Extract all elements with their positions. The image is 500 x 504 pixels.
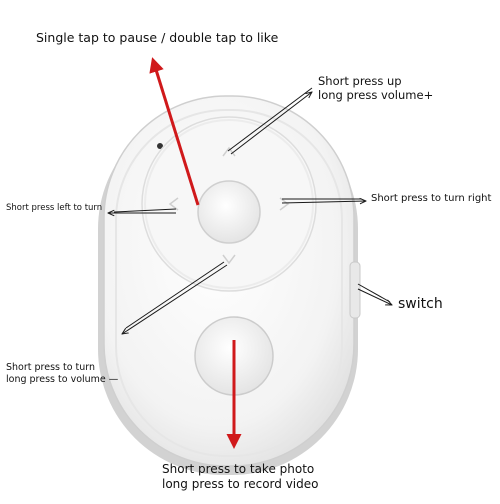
arrow-to-up-label <box>227 87 312 155</box>
label-center-button: Single tap to pause / double tap to like <box>36 30 278 46</box>
label-switch-text: switch <box>398 296 443 312</box>
label-left-text: Short press left to turn <box>6 203 103 213</box>
label-down-button: Short press to turn long press to volume… <box>6 362 118 386</box>
label-up-button: Short press up long press volume+ <box>318 74 433 103</box>
label-down-line-2: long press to volume — <box>6 373 119 385</box>
side-switch[interactable] <box>349 261 361 319</box>
label-left-button: Short press left to turn <box>6 203 102 214</box>
arrow-to-right-label <box>281 199 366 203</box>
dpad-left-icon <box>168 197 179 211</box>
label-up-line-1: Short press up <box>318 74 402 88</box>
label-camera-line-2: long press to record video <box>162 477 319 491</box>
dpad-up-icon <box>222 146 236 157</box>
arrow-to-top-label <box>149 57 200 206</box>
center-button[interactable] <box>197 180 261 244</box>
label-up-line-2: long press volume+ <box>318 88 434 103</box>
label-camera-line-1: Short press to take photo <box>162 462 315 476</box>
dpad-direction-marks <box>168 146 290 265</box>
label-camera-button: Short press to take photo long press to … <box>162 462 319 492</box>
label-right-text: Short press to turn right <box>371 193 492 204</box>
dpad-right-icon <box>279 197 290 211</box>
dpad-down-icon <box>222 254 236 265</box>
arrow-to-left-label <box>108 208 177 213</box>
label-center-button-text: Single tap to pause / double tap to like <box>36 30 279 45</box>
label-switch: switch <box>398 296 443 314</box>
label-right-button: Short press to turn right <box>371 193 491 206</box>
indicator-light <box>157 143 163 149</box>
label-down-line-1: Short press to turn <box>6 362 96 373</box>
arrow-to-down-label <box>122 261 228 334</box>
arrow-to-switch-label <box>357 283 392 305</box>
